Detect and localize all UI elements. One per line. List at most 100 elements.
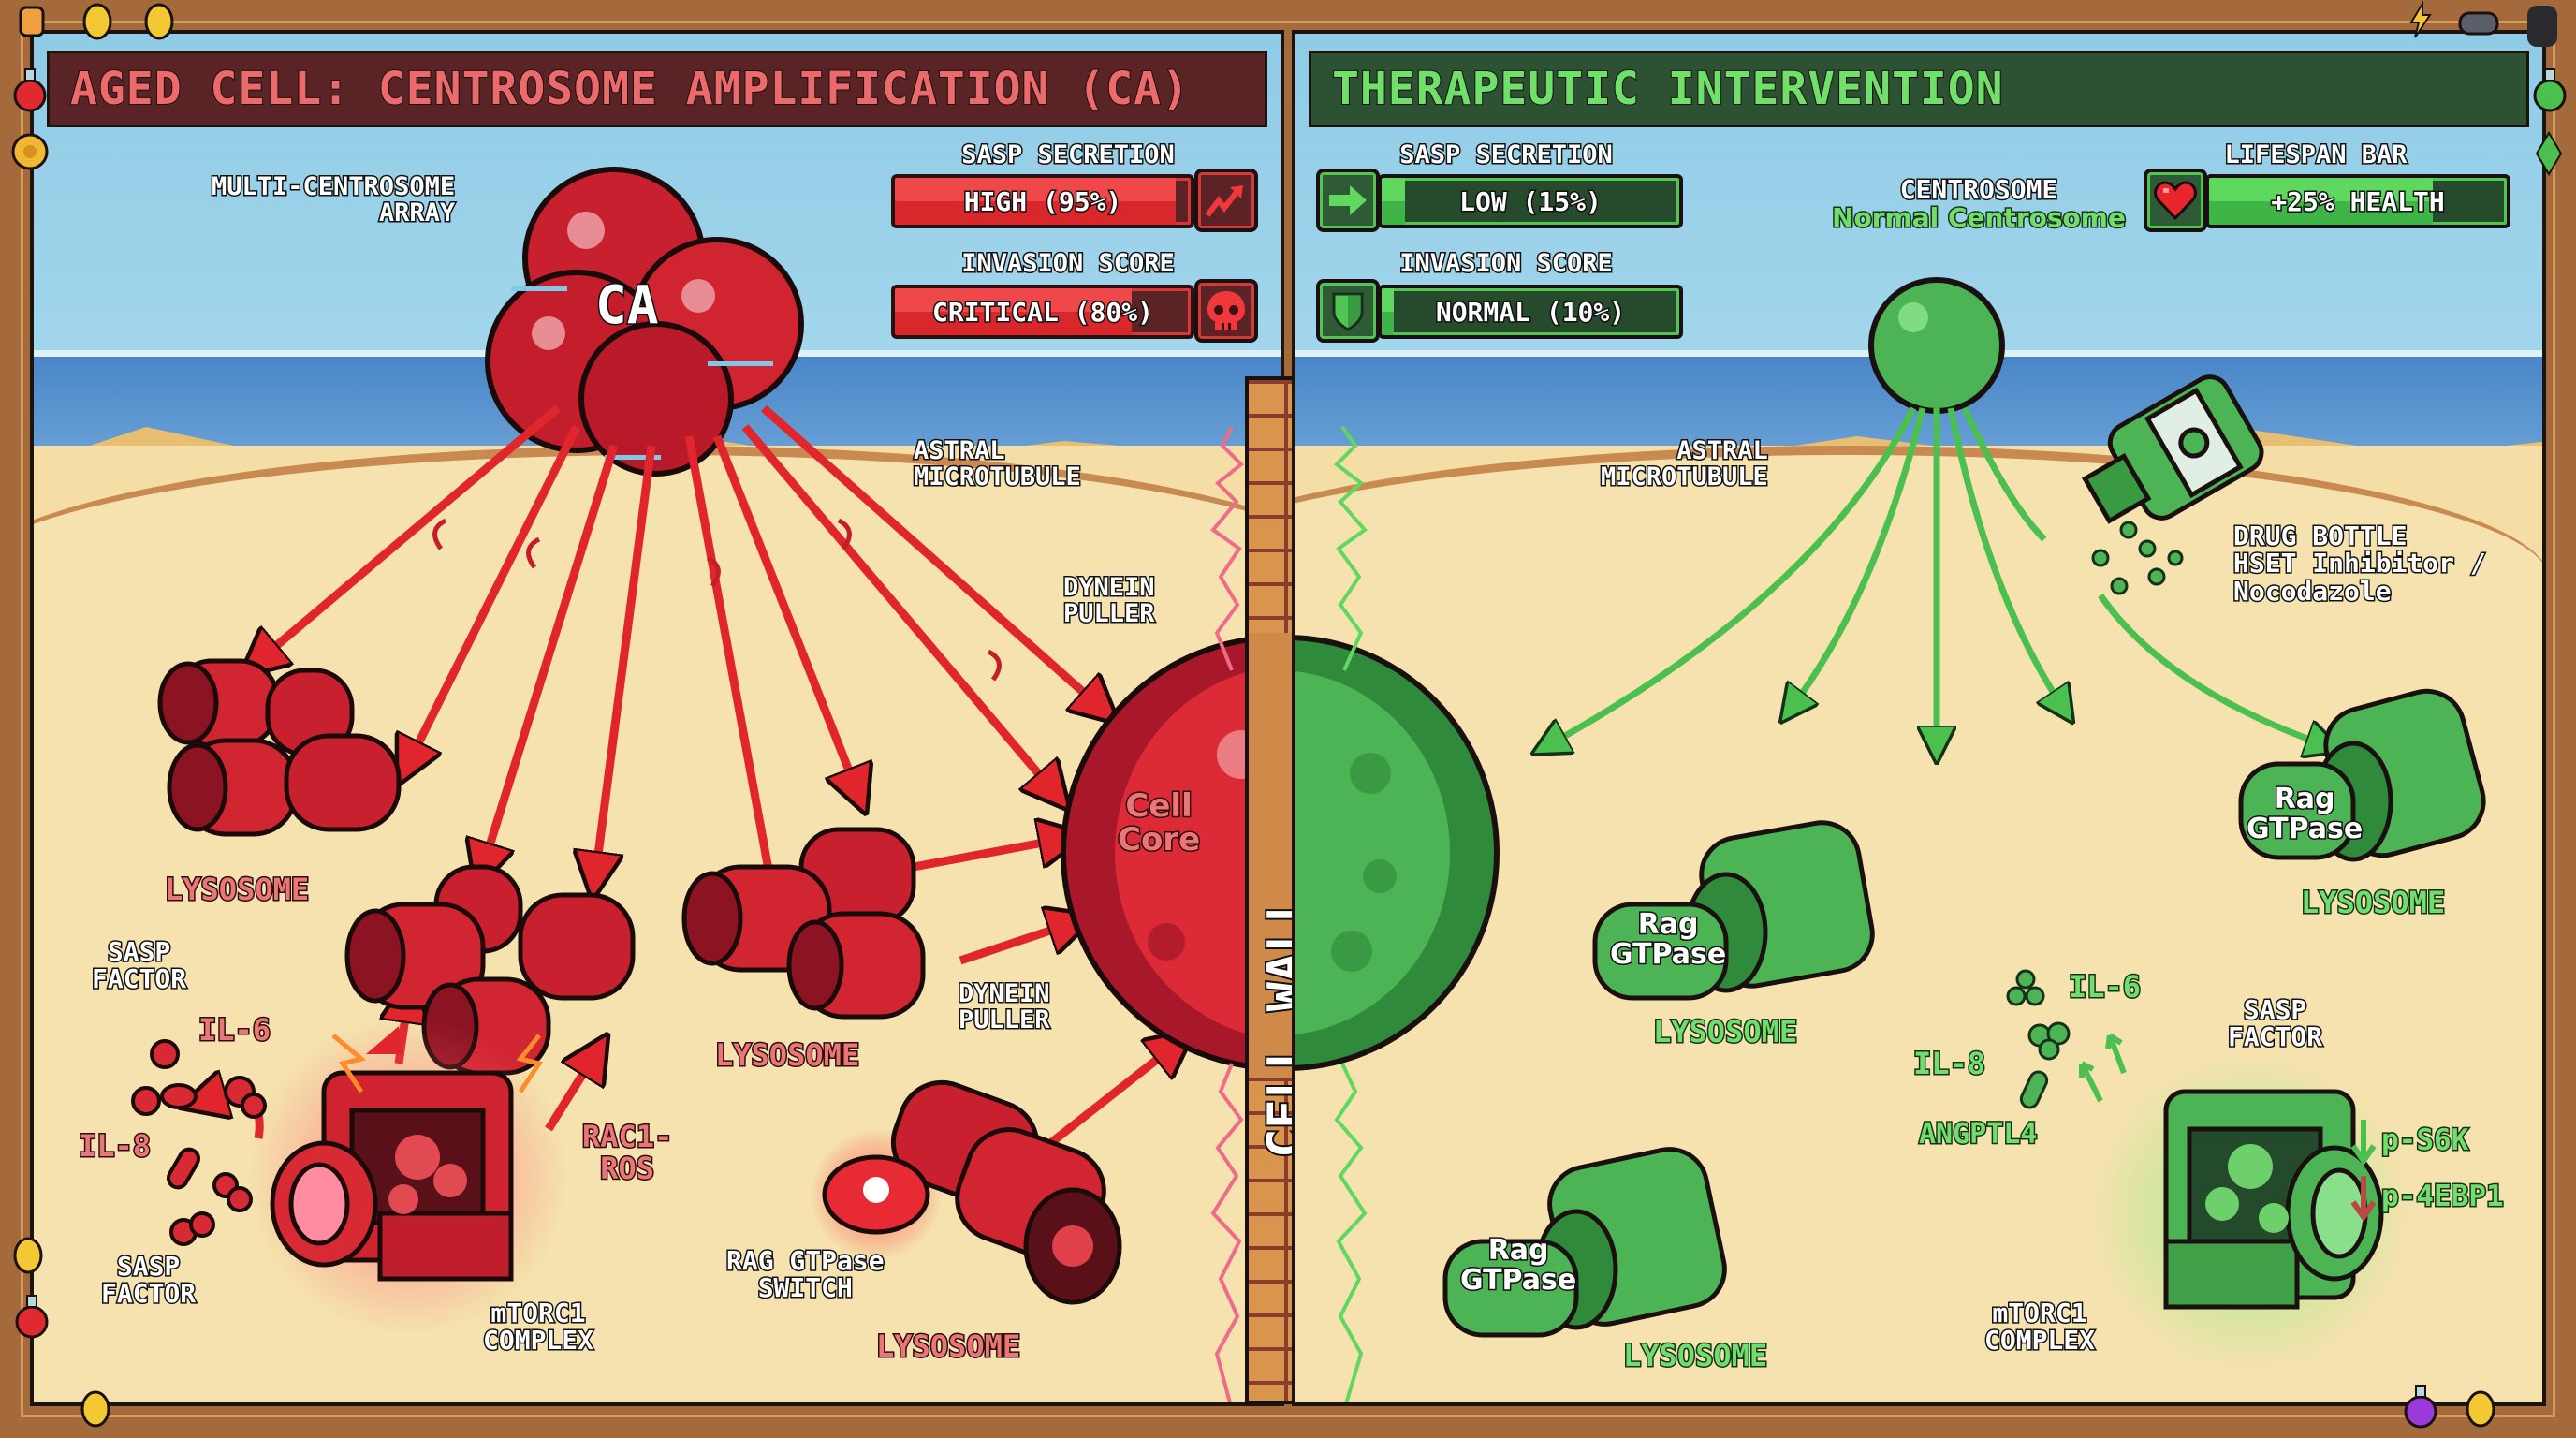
character-icon (19, 6, 45, 37)
sasp-bar-fill (895, 178, 1177, 225)
sasp-secretion-value: LOW (15%) (1458, 184, 1603, 218)
coin-icon (82, 3, 112, 40)
skull-icon (1208, 291, 1245, 330)
red-potion-icon (15, 1295, 49, 1339)
green-signal-lower (1334, 1063, 1368, 1402)
aged-cell-panel: AGED CELL: CENTROSOME AMPLIFICATION (CA)… (30, 30, 1284, 1406)
invasion-score-value: CRITICAL (80%) (930, 295, 1154, 329)
drug-bottle-label: DRUG BOTTLE HSET Inhibitor / Nocodazole (2232, 521, 2488, 607)
lysosome-label-2: LYSOSOME (713, 1037, 860, 1073)
invasion-score-bar: NORMAL (10%) (1378, 285, 1683, 339)
multi-centrosome-label: MULTI-CENTROSOME ARRAY (210, 172, 456, 228)
green-lysosome-2 (1592, 820, 1875, 1001)
lysosome-label-1: LYSOSOME (2299, 885, 2446, 920)
invasion-score-bar: CRITICAL (80%) (891, 285, 1194, 339)
lysosome-cluster-1 (157, 658, 402, 837)
dynein-puller-bottom-label: DYNEIN PULLER (958, 979, 1052, 1035)
sasp-particles-red (131, 1039, 267, 1246)
sasp-secretion-label: SASP SECRETION (1398, 139, 1615, 171)
angptl4-label: ANGPTL4 (1917, 1118, 2038, 1151)
lifespan-bar-fill (2209, 178, 2433, 225)
drug-bottle-sprite (2081, 374, 2264, 595)
sasp-bar-fill (1382, 178, 1406, 225)
lysosome-label-1: LYSOSOME (163, 872, 310, 907)
lifespan-bar-label: LIFESPAN BAR (2223, 139, 2408, 171)
sasp-secretion-label: SASP SECRETION (960, 139, 1177, 171)
green-lysosome-3 (1442, 1147, 1727, 1338)
red-stress-signal-lower (1210, 1063, 1244, 1402)
lightning-icon (2409, 0, 2432, 38)
sasp-secretion-bar: HIGH (95%) (891, 174, 1194, 228)
astral-microtubule-label: ASTRAL MICROTUBULE (1600, 436, 1770, 492)
sasp-factor-label: SASP FACTOR (2226, 994, 2323, 1053)
green-cell-core (1295, 635, 1500, 1071)
red-potion-icon (13, 68, 47, 112)
normal-centrosome-label: Normal Centrosome (1831, 202, 2128, 233)
panel-title: THERAPEUTIC INTERVENTION (1331, 62, 2004, 116)
lifespan-value: +25% HEALTH (2270, 184, 2446, 218)
invasion-bar-fill (895, 288, 1132, 335)
astral-microtubule-label: ASTRAL MICROTUBULE (913, 436, 1083, 492)
invasion-skull-button[interactable] (1194, 279, 1258, 343)
lysosome-label-3: LYSOSOME (1621, 1338, 1768, 1373)
green-lysosome-1 (2238, 688, 2486, 862)
p-4ebp1-label: p-4EBP1 (2380, 1180, 2506, 1213)
lysosome-label-3: LYSOSOME (874, 1328, 1021, 1364)
rag-gtpase-lysosome (811, 1079, 1122, 1305)
mtorc1-complex-label: mTORC1 COMPLEX (481, 1298, 594, 1357)
lysosome-cluster-3 (681, 827, 926, 1020)
frame-border (21, 21, 2555, 1417)
gear-coin-icon (11, 133, 49, 170)
green-potion-icon (2533, 68, 2567, 112)
heart-icon (2154, 181, 2197, 221)
therapeutic-title-bar: THERAPEUTIC INTERVENTION (1309, 51, 2529, 127)
cell-core-label: Cell Core (1116, 787, 1201, 858)
rac1-ros-label: RAC1- ROS (580, 1119, 673, 1186)
rag-gtpase-label-1: Rag GTPase (2245, 783, 2364, 845)
invasion-bar-fill (1382, 288, 1394, 335)
helmet-icon (2458, 11, 2499, 36)
astral-microtubules-green (1295, 406, 2546, 1406)
mtorc1-complex-green (2091, 1054, 2409, 1372)
coin-icon (13, 1237, 43, 1274)
mtorc1-complex-red (249, 1017, 567, 1335)
centrosome-label: CENTROSOME (1898, 174, 2059, 205)
invasion-score-label: INVASION SCORE (960, 248, 1177, 280)
green-signal (1333, 425, 1368, 671)
ca-label: CA (593, 275, 659, 336)
lifespan-heart-button[interactable] (2144, 169, 2207, 232)
red-cell-core (1061, 635, 1281, 1071)
sasp-arrow-button[interactable] (1316, 169, 1380, 232)
mtorc1-complex-label: mTORC1 COMPLEX (1983, 1298, 2096, 1357)
red-stress-signal (1210, 426, 1244, 671)
lifespan-bar: +25% HEALTH (2205, 174, 2510, 228)
purple-potion-icon (2404, 1385, 2437, 1429)
invasion-score-label: INVASION SCORE (1398, 248, 1615, 280)
rag-gtpase-switch-label: RAG GTPase SWITCH (725, 1245, 886, 1304)
astral-microtubules (34, 404, 1284, 1152)
shield-icon (1332, 292, 1364, 331)
therapeutic-panel: THERAPEUTIC INTERVENTION SASP SECRETION … (1292, 30, 2546, 1406)
invasion-shield-button[interactable] (1316, 279, 1380, 343)
sasp-factor-bottom-label: SASP FACTOR (99, 1251, 197, 1310)
coin-icon (80, 1390, 110, 1428)
down-arrow-icons (2350, 1120, 2377, 1223)
sasp-particles-green (2006, 969, 2127, 1109)
p-s6k-label: p-S6K (2379, 1123, 2469, 1157)
coin-icon (144, 3, 174, 40)
rag-gtpase-label-2: Rag GTPase (1608, 908, 1727, 971)
sasp-secretion-bar: LOW (15%) (1378, 174, 1683, 228)
sasp-trend-button[interactable] (1194, 169, 1258, 232)
panel-title: AGED CELL: CENTROSOME AMPLIFICATION (CA) (69, 62, 1190, 116)
arrow-right-icon (1329, 185, 1367, 215)
sasp-factor-top-label: SASP FACTOR (90, 936, 187, 995)
aged-cell-title-bar: AGED CELL: CENTROSOME AMPLIFICATION (CA) (47, 51, 1267, 127)
multi-centrosome-sprite (485, 167, 804, 477)
il6-label: IL-6 (2067, 969, 2142, 1005)
sasp-secretion-value: HIGH (95%) (962, 184, 1123, 218)
coin-icon (2466, 1390, 2496, 1428)
il8-label: IL-8 (1911, 1046, 1986, 1081)
invasion-score-value: NORMAL (10%) (1434, 295, 1626, 329)
green-gem-icon (2535, 131, 2563, 176)
shadow-figure-icon (2527, 6, 2557, 47)
